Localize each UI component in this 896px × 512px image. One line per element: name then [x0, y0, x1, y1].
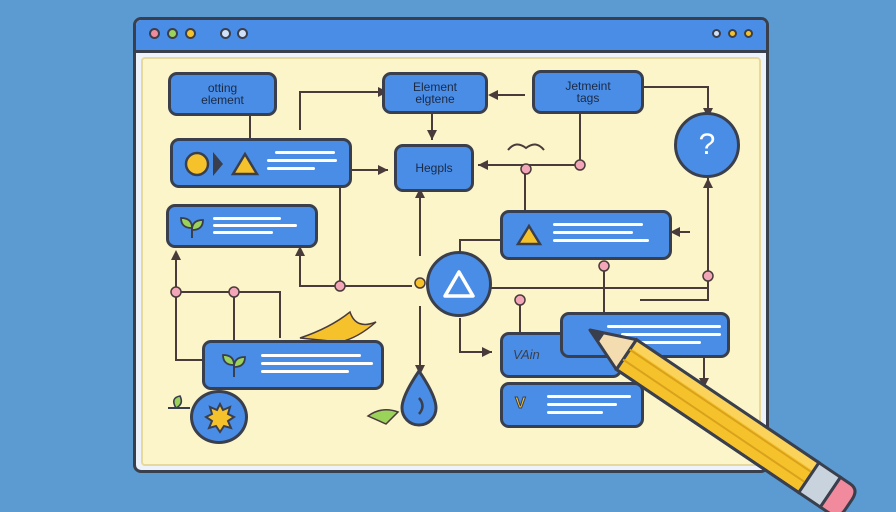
node-label: V [515, 395, 527, 412]
text-line-placeholder [275, 151, 335, 154]
node-label-line2: elgtene [415, 92, 455, 106]
text-line-placeholder [547, 395, 631, 398]
water-drop-icon [400, 368, 438, 427]
window-minimize-dot[interactable] [167, 28, 178, 39]
text-line-placeholder [553, 239, 649, 242]
text-line-placeholder [261, 362, 373, 365]
text-line-placeholder [547, 411, 603, 414]
node-plant-card[interactable] [166, 204, 318, 248]
tab-dot-1[interactable] [220, 28, 231, 39]
node-label: Hegpls [415, 161, 453, 175]
titlebar-dot-right-3[interactable] [744, 29, 753, 38]
node-plant-card-lower[interactable] [202, 340, 384, 390]
plant-icon [180, 217, 204, 238]
leaf-decoration-small [366, 409, 400, 425]
node-shapes-card[interactable] [170, 138, 352, 188]
text-line-placeholder [213, 224, 297, 227]
question-mark-icon: ? [698, 128, 716, 161]
leaf-sprig-icon [168, 395, 190, 410]
node-label-line1: Jetmeint [565, 79, 611, 93]
node-label-line2: tags [576, 91, 600, 105]
text-line-placeholder [261, 354, 361, 357]
text-line-placeholder [267, 159, 337, 162]
node-label: VAin [513, 347, 540, 362]
window-close-dot[interactable] [149, 28, 160, 39]
help-node[interactable]: ? [674, 112, 740, 178]
node-triangle-card[interactable] [500, 210, 672, 260]
text-line-placeholder [547, 403, 617, 406]
text-line-placeholder [261, 370, 349, 373]
text-line-placeholder [607, 325, 721, 328]
text-line-placeholder [213, 217, 281, 220]
circle-triangle-icon [184, 151, 260, 177]
text-line-placeholder [553, 231, 633, 234]
plant-icon [222, 354, 246, 377]
node-v-card[interactable]: V [500, 382, 644, 428]
text-line-placeholder [621, 333, 721, 336]
node-label-line1: Element [412, 80, 458, 94]
titlebar-dot-right-1[interactable] [712, 29, 721, 38]
node-label-line2: element [201, 93, 244, 107]
warning-triangle-icon [515, 223, 543, 246]
triangle-icon [443, 270, 475, 298]
text-line-placeholder [553, 223, 643, 226]
tab-dot-2[interactable] [237, 28, 248, 39]
gear-icon [204, 402, 236, 434]
node-center-circle[interactable] [426, 251, 492, 317]
text-line-placeholder [213, 231, 273, 234]
window-maximize-dot[interactable] [185, 28, 196, 39]
leaf-decoration [299, 310, 377, 343]
branch-mark [507, 143, 545, 151]
node-hegpls[interactable]: Hegpls [394, 144, 474, 192]
text-line-placeholder [267, 167, 315, 170]
node-gear-circle[interactable] [190, 390, 248, 444]
titlebar-dot-right-2[interactable] [728, 29, 737, 38]
window-titlebar [136, 20, 766, 53]
text-line-placeholder [621, 341, 701, 344]
node-label-line1: otting [207, 81, 238, 95]
